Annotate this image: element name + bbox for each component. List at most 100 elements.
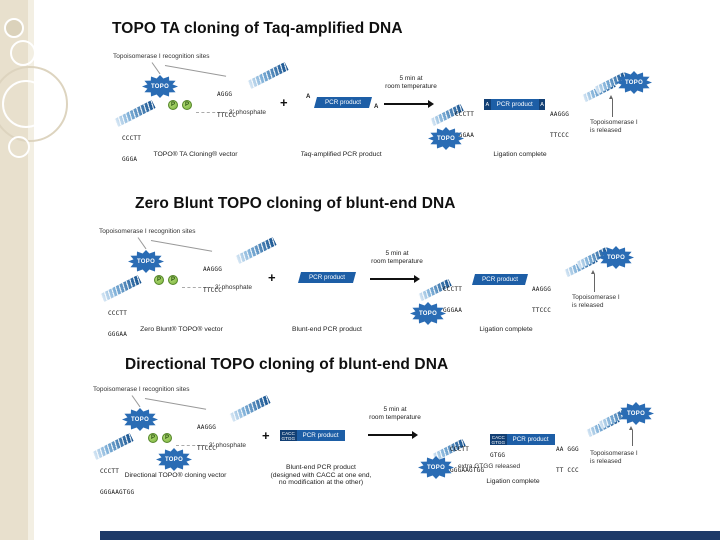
decorative-circle	[8, 136, 30, 158]
leader-line	[131, 395, 141, 408]
pcr-product-box: CACC GTGG PCR product	[280, 430, 345, 441]
leader-line	[150, 240, 213, 252]
result-left-sequence: CCCTT GGGAAGTGG	[450, 446, 485, 474]
phosphate-circle: P	[148, 433, 158, 443]
decorative-circle	[0, 66, 68, 142]
section-title: TOPO TA cloning of Taq-amplified DNA	[112, 20, 403, 37]
ligated-product-box: PCR product	[472, 274, 528, 285]
ligation-caption: Ligation complete	[479, 326, 533, 333]
reaction-arrow	[370, 278, 414, 280]
result-right-sequence: AAGGG TTCCC	[532, 286, 552, 314]
recognition-sites-label: Topoisomerase I recognition sites	[113, 53, 210, 60]
vector-caption: Directional TOPO® cloning vector	[124, 472, 227, 479]
a-overhang: A	[306, 94, 311, 100]
released-topoisomerase-blob: TOPO	[616, 71, 652, 94]
decorative-circle	[10, 40, 36, 66]
released-label: Topoisomerase I is released	[572, 294, 620, 309]
plus-sign: +	[268, 270, 276, 285]
recognition-sites-label: Topoisomerase I recognition sites	[99, 228, 196, 235]
reaction-arrow	[368, 434, 412, 436]
a-segment: A	[538, 99, 546, 110]
ligation-caption: Ligation complete	[493, 151, 547, 158]
pcr-caption: Blunt-end PCR product (designed with CAC…	[270, 464, 372, 487]
release-arrow-head	[591, 270, 595, 274]
released-topoisomerase-blob: TOPO	[598, 246, 634, 269]
recognition-sites-label: Topoisomerase I recognition sites	[93, 386, 190, 393]
reaction-time-label: 5 min at room temperature	[385, 75, 437, 90]
phosphate-circle: P	[162, 433, 172, 443]
phosphate-circle: P	[154, 275, 164, 285]
phosphate-circle: P	[182, 100, 192, 110]
cacc-overhang-segment: CACC GTGG	[490, 434, 507, 445]
plus-sign: +	[280, 95, 288, 110]
phosphate-leader	[182, 287, 212, 288]
ligation-caption: Ligation complete	[486, 478, 540, 485]
topoisomerase-blob: TOPO	[142, 75, 178, 98]
released-topoisomerase-blob: TOPO	[410, 302, 446, 325]
vector-caption: TOPO® TA Cloning® vector	[153, 151, 238, 158]
vector-left-sequence: CCCTT GGGAA	[108, 310, 128, 338]
vector-left-sequence: CCCTT GGGAAGTGG	[100, 468, 135, 496]
vector-right-arm	[235, 236, 277, 265]
leader-line	[137, 237, 147, 250]
release-arrow	[632, 430, 634, 446]
phosphate-label: 3′ phosphate	[229, 109, 267, 116]
section-topo-ta: TOPO TA cloning of Taq-amplified DNA Top…	[0, 15, 720, 191]
phosphate-circle: P	[168, 275, 178, 285]
reaction-time-label: 5 min at room temperature	[369, 406, 421, 421]
release-arrow-head	[609, 95, 613, 99]
released-topoisomerase-blob: TOPO	[618, 402, 654, 425]
vector-right-sequence: AAGGG TTCCC	[203, 266, 223, 294]
pcr-caption: Blunt-end PCR product	[292, 326, 362, 333]
cacc-overhang-segment: CACC GTGG	[280, 430, 297, 441]
released-gtgg-label: extra GTGG released	[458, 463, 521, 470]
release-arrow	[594, 274, 596, 292]
diagram-topo-ta: Topoisomerase I recognition sites CCCTT …	[0, 15, 720, 191]
phosphate-leader	[176, 445, 206, 446]
release-arrow-head	[629, 426, 633, 430]
topoisomerase-blob: TOPO	[156, 448, 192, 471]
released-label: Topoisomerase I is released	[590, 450, 638, 465]
released-label: Topoisomerase I is released	[590, 119, 638, 134]
leader-line	[164, 65, 227, 77]
pcr-caption: Taq-amplified PCR product	[300, 151, 382, 158]
result-left-sequence: CCCTT GGGAA	[455, 111, 475, 139]
reaction-time-label: 5 min at room temperature	[371, 250, 423, 265]
diagram-directional: Topoisomerase I recognition sites CCCTT …	[0, 352, 720, 538]
leader-line	[144, 398, 207, 410]
phosphate-label: 3′ phosphate	[215, 284, 253, 291]
released-gtgg-sequence: GTGG	[490, 452, 506, 459]
topoisomerase-blob: TOPO	[122, 408, 158, 431]
released-topoisomerase-blob: TOPO	[428, 127, 464, 150]
result-right-sequence: AAGGG TTCCC	[550, 111, 570, 139]
section-title: Directional TOPO cloning of blunt-end DN…	[125, 356, 449, 373]
a-segment: A	[484, 99, 491, 110]
release-arrow	[612, 99, 614, 117]
vector-left-sequence: CCCTT GGGA	[122, 135, 142, 163]
topoisomerase-blob: TOPO	[128, 250, 164, 273]
vector-right-sequence: AGGG TTCCC	[217, 91, 237, 119]
diagram-zero-blunt: Topoisomerase I recognition sites CCCTT …	[0, 192, 706, 350]
ligated-product-box: A PCR product A	[484, 99, 546, 110]
reaction-arrow-head	[414, 274, 420, 283]
decorative-circle	[2, 80, 50, 128]
ligated-product-box: CACC GTGG PCR product	[490, 434, 555, 445]
vector-right-arm	[229, 394, 271, 423]
phosphate-leader	[196, 112, 226, 113]
result-right-sequence: AA GGG TT CCC	[556, 446, 579, 474]
reaction-arrow-head	[412, 430, 418, 439]
plus-sign: +	[262, 428, 270, 443]
result-left-sequence: CCCTT GGGAA	[443, 286, 463, 314]
section-directional: Directional TOPO cloning of blunt-end DN…	[0, 352, 720, 538]
vector-right-sequence: AAGGG TTCCC	[197, 424, 217, 452]
sidebar-strip-edge	[28, 0, 34, 540]
vector-right-arm	[247, 61, 289, 90]
leader-line	[151, 62, 161, 75]
decorative-circle	[4, 18, 24, 38]
bottom-accent-bar	[100, 531, 720, 540]
phosphate-circle: P	[168, 100, 178, 110]
section-zero-blunt: Zero Blunt TOPO cloning of blunt-end DNA…	[0, 192, 720, 350]
section-title: Zero Blunt TOPO cloning of blunt-end DNA	[135, 195, 456, 212]
reaction-arrow-head	[428, 99, 434, 108]
